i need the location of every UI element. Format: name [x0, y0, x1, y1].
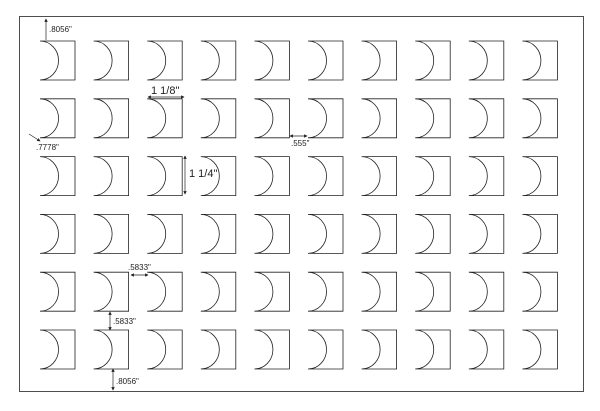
dim-gap-vertical: .5833": [108, 311, 136, 331]
cutout-piece: [468, 40, 505, 81]
dim-piece-height-label: 1 1/4": [189, 168, 217, 180]
cutout-piece: [307, 156, 344, 196]
cutout-piece: [254, 40, 290, 81]
cutout-piece: [93, 329, 129, 370]
cutout-piece: [468, 98, 505, 139]
cutout-piece: [307, 40, 344, 81]
cutout-piece: [254, 271, 290, 312]
cutout-piece: [361, 329, 397, 370]
cutout-piece: [93, 271, 129, 312]
cutout-piece: [200, 40, 237, 81]
cutout-piece: [93, 156, 129, 196]
cutout-piece: [361, 40, 397, 81]
dim-top-margin-label: .8056": [49, 25, 72, 34]
cutout-piece: [522, 40, 558, 81]
cutout-piece: [39, 156, 76, 196]
cutout-piece: [522, 214, 558, 254]
cutout-piece: [93, 214, 129, 254]
cutout-piece: [468, 214, 505, 254]
cutout-piece: [307, 214, 344, 254]
cutout-piece: [147, 214, 183, 254]
dim-top-margin: .8056": [44, 18, 72, 40]
cutout-piece: [468, 156, 505, 196]
cutout-piece: [39, 98, 76, 139]
dim-gap-vertical-label: .5833": [113, 317, 136, 326]
cutout-piece: [522, 156, 558, 196]
cutout-piece: [361, 156, 397, 196]
cutout-piece: [147, 271, 183, 312]
cutout-piece: [415, 271, 451, 312]
cutout-piece: [415, 98, 451, 139]
cutout-piece: [39, 214, 76, 254]
dim-gap-horizontal: .5833": [128, 263, 151, 277]
cutout-piece: [200, 329, 237, 370]
cutout-piece: [39, 271, 76, 312]
cutout-piece: [415, 329, 451, 370]
dim-side-margin-label: .7778": [36, 143, 59, 152]
cutout-piece: [200, 271, 237, 312]
dim-piece-height: 1 1/4": [183, 155, 217, 195]
cutout-piece: [200, 156, 237, 196]
dim-piece-width-label: 1 1/8": [151, 85, 179, 97]
dim-gap-horizontal-label: .5833": [128, 263, 151, 272]
cutout-piece: [361, 271, 397, 312]
cutout-piece: [254, 156, 290, 196]
cutout-piece: [307, 329, 344, 370]
cutout-piece: [522, 98, 558, 139]
cutout-piece: [468, 271, 505, 312]
cutout-piece: [93, 40, 129, 81]
dim-bottom-margin-label: .8056": [116, 377, 139, 386]
cutout-piece: [254, 98, 290, 139]
cutout-piece: [254, 329, 290, 370]
cutout-piece: [147, 156, 183, 196]
cutout-piece: [522, 329, 558, 370]
cutout-piece: [307, 271, 344, 312]
dim-column-gap: .555": [289, 134, 310, 148]
cutout-piece: [254, 214, 290, 254]
cutout-piece: [39, 40, 76, 81]
cutout-piece: [93, 98, 129, 139]
cutout-piece: [522, 271, 558, 312]
cutout-piece: [147, 40, 183, 81]
cutout-piece: [415, 214, 451, 254]
dim-bottom-margin: .8056": [111, 368, 139, 391]
dim-column-gap-label: .555": [291, 139, 310, 148]
sheet-border: [19, 16, 584, 392]
cutout-piece: [415, 40, 451, 81]
cutout-piece: [361, 214, 397, 254]
cutout-piece: [415, 156, 451, 196]
cutout-piece: [147, 329, 183, 370]
cutout-piece: [200, 214, 237, 254]
cutout-piece: [147, 98, 183, 139]
cutout-piece: [200, 98, 237, 139]
dim-side-margin: .7778": [28, 133, 59, 152]
cutout-piece: [468, 329, 505, 370]
cutout-piece: [361, 98, 397, 139]
cutout-piece: [39, 329, 76, 370]
dim-piece-width: 1 1/8": [147, 85, 185, 99]
cutout-piece: [307, 98, 344, 139]
pieces-grid: [39, 40, 558, 370]
